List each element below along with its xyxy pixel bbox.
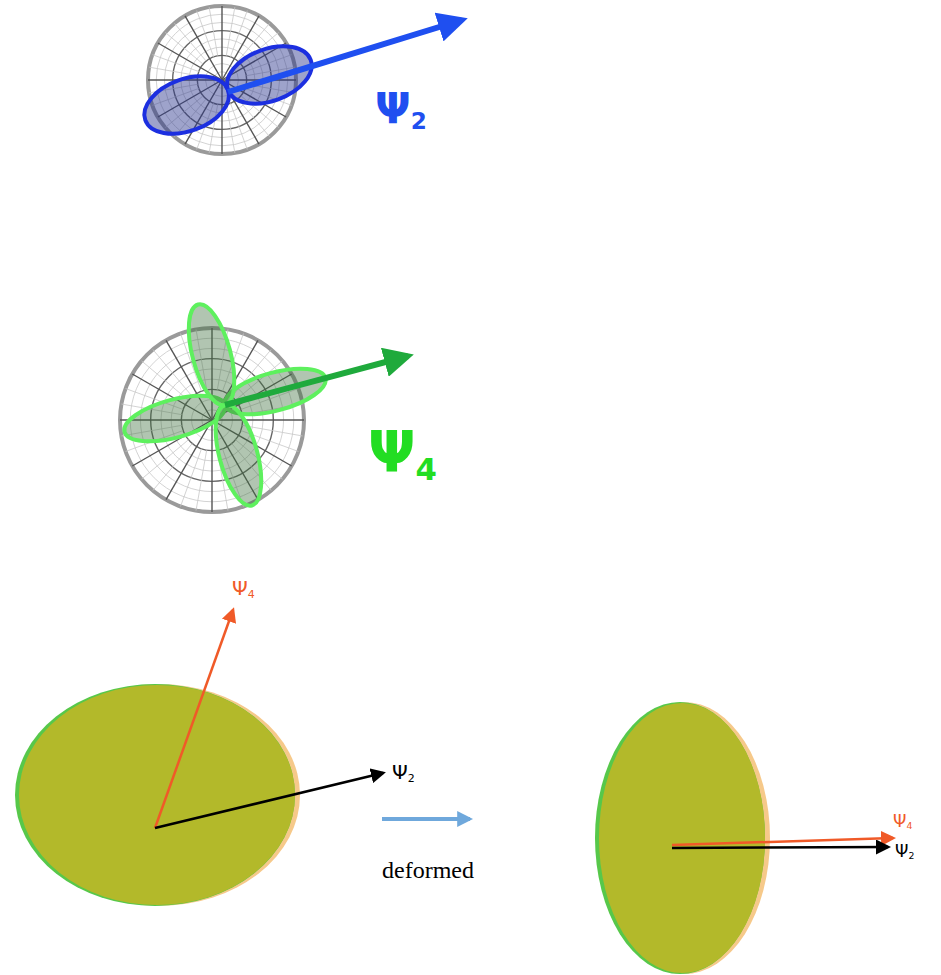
label-holder: Ψ2 — [375, 88, 427, 133]
psi4-label: Ψ4 — [893, 813, 912, 831]
lobe — [136, 66, 236, 145]
label-holder: Ψ4 — [893, 812, 912, 831]
grid-spoke — [226, 104, 235, 153]
psi4-label: Ψ4 — [232, 578, 255, 600]
grid-spoke — [209, 7, 218, 56]
lobe — [219, 35, 319, 114]
psi2-label: Ψ2 — [895, 843, 914, 861]
psi2-arrow — [155, 773, 383, 828]
nucleus-edge — [15, 684, 295, 906]
label-holder: deformed — [382, 858, 474, 882]
lobe — [207, 400, 271, 510]
grid-spoke — [174, 23, 206, 61]
label-holder: Ψ4 — [368, 425, 437, 484]
round-nucleus — [19, 685, 295, 905]
label-holder: Ψ2 — [895, 842, 914, 861]
nucleus-edge — [18, 684, 300, 906]
label-holder: Ψ4 — [232, 578, 255, 600]
psi2-label: Ψ2 — [392, 762, 415, 784]
grid-spoke — [221, 6, 222, 80]
grid-spoke — [142, 440, 189, 479]
psi2-label: Ψ2 — [375, 88, 427, 133]
grid-spoke — [153, 350, 192, 397]
psi4-arrow — [155, 610, 233, 828]
psi2-arrow — [672, 847, 888, 848]
deformed-nucleus — [599, 703, 765, 973]
psi4-arrow — [672, 838, 893, 845]
lobe — [180, 300, 244, 410]
psi4-arrow — [225, 356, 408, 405]
nucleus-edge — [595, 702, 765, 974]
label-holder: Ψ2 — [392, 762, 415, 784]
transition-arrow — [382, 817, 470, 821]
psi4-label: Ψ4 — [368, 425, 437, 484]
grid-spoke — [211, 420, 212, 512]
grid-spoke — [158, 43, 222, 80]
psi2-arrow — [228, 20, 462, 92]
nucleus-edge — [598, 702, 770, 974]
transition-label: deformed — [382, 858, 474, 882]
